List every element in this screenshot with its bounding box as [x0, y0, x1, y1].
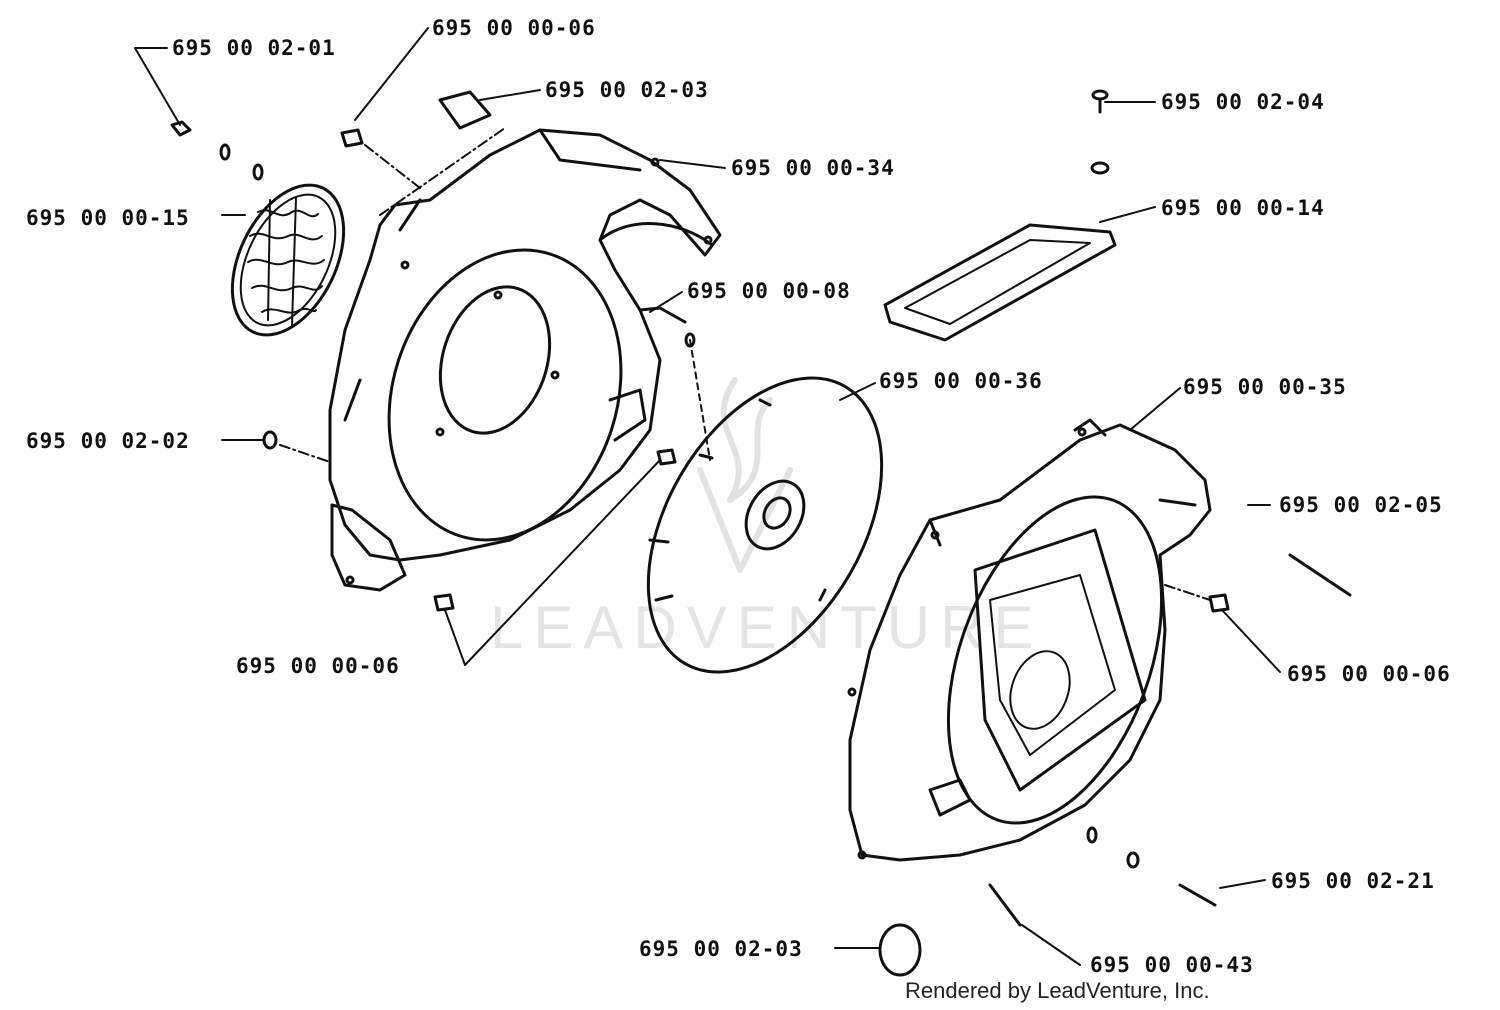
callout-label: 695 00 00-36: [879, 369, 1043, 393]
callout-label: 695 00 00-34: [731, 156, 895, 180]
fan-impeller: [646, 376, 884, 674]
callout-label: 695 00 02-02: [26, 429, 190, 453]
callout-label: 695 00 02-03: [639, 937, 803, 961]
callout-label: 695 00 02-03: [545, 78, 709, 102]
callout-label: 695 00 00-43: [1090, 953, 1254, 977]
callout-label: 695 00 02-05: [1279, 493, 1443, 517]
callout-label: 695 00 00-06: [1287, 662, 1451, 686]
footer-credit: Rendered by LeadVenture, Inc.: [905, 978, 1210, 1003]
rear-fan-housing: [328, 128, 722, 592]
callout-label: 695 00 02-21: [1271, 869, 1435, 893]
outlet-gasket: [883, 223, 1117, 342]
callout-label: 695 00 02-01: [172, 36, 336, 60]
leader-lines: [134, 27, 1281, 966]
front-fan-cover: [847, 418, 1212, 862]
callout-label: 695 00 00-35: [1183, 375, 1347, 399]
callout-label: 695 00 00-15: [26, 206, 190, 230]
callout-label: 695 00 00-08: [687, 279, 851, 303]
callout-label: 695 00 00-06: [432, 16, 596, 40]
callout-label: 695 00 00-14: [1161, 196, 1325, 220]
watermark-flame: [697, 377, 793, 573]
callout-label: 695 00 02-04: [1161, 90, 1325, 114]
callout-label: 695 00 00-06: [236, 654, 400, 678]
intake-screen: [230, 183, 346, 337]
watermark: LEADVENTURE: [490, 594, 1044, 661]
